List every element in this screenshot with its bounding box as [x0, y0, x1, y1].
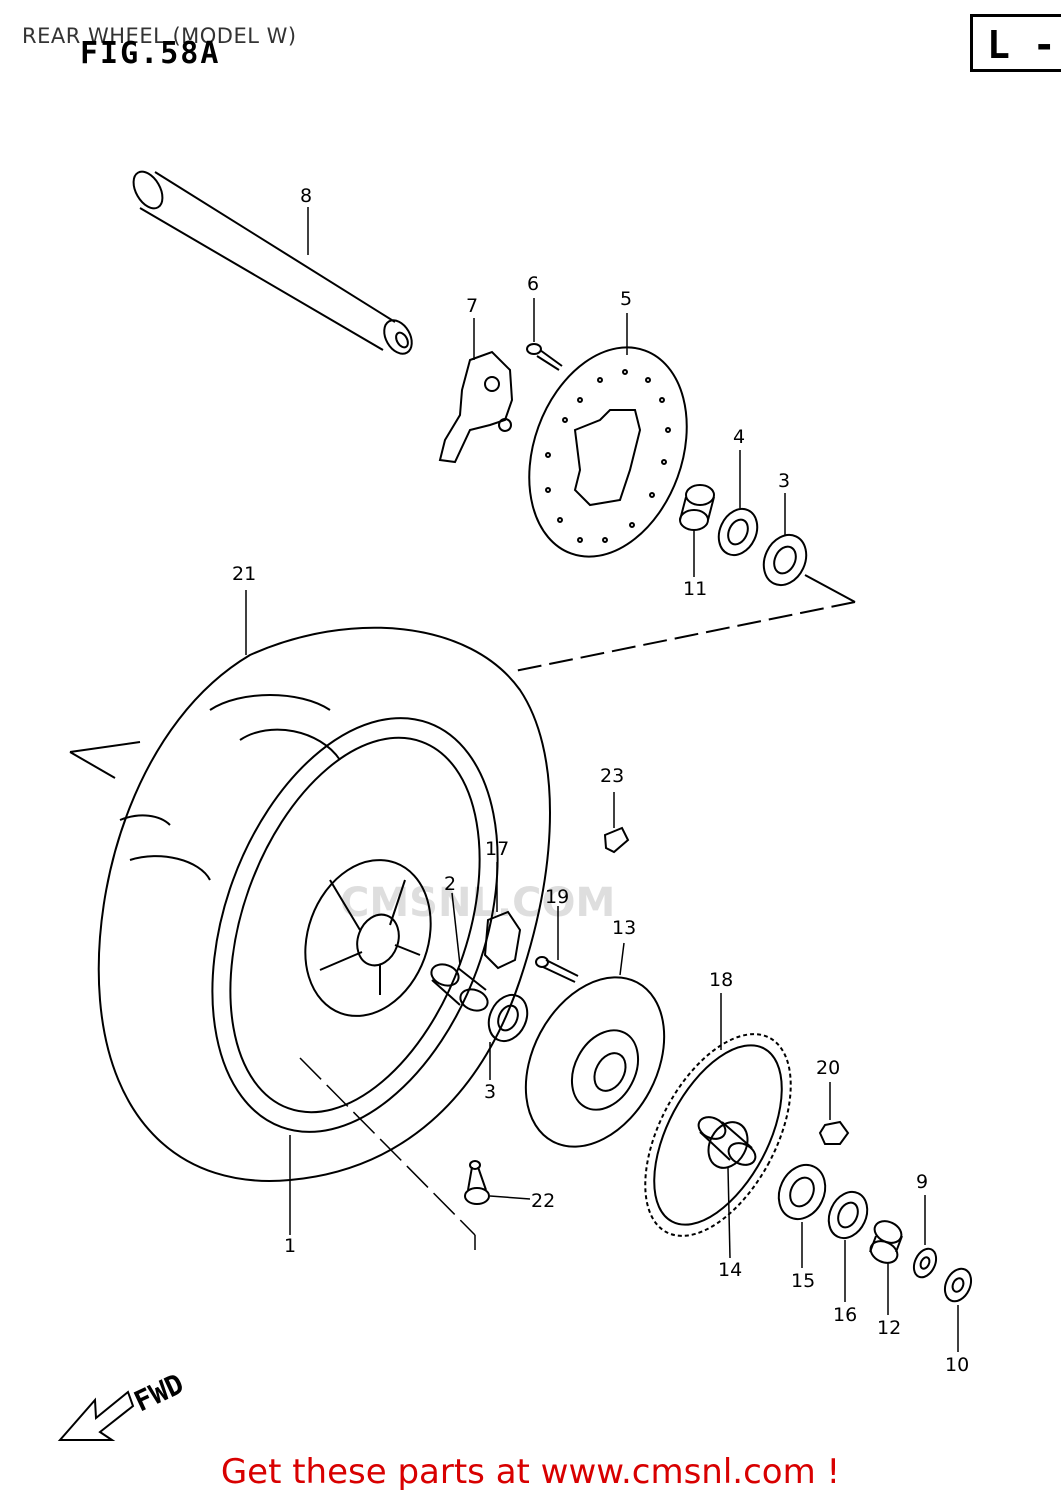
bearing-part-3-lower[interactable]: [482, 989, 535, 1048]
footer-link[interactable]: Get these parts at www.cmsnl.com !: [220, 1452, 841, 1492]
callout-leaders: [245, 207, 959, 1352]
section-code-box: L -: [970, 14, 1061, 72]
callout-23: 23: [600, 765, 624, 787]
seal-part-16[interactable]: [822, 1186, 875, 1245]
spacer-part-12[interactable]: [867, 1217, 905, 1267]
section-code: L -: [987, 23, 1056, 67]
clip-part-23[interactable]: [603, 826, 630, 854]
seal-part-4[interactable]: [712, 503, 765, 562]
callout-5: 5: [620, 288, 632, 310]
figure-title: FIG.58A: [80, 36, 221, 71]
valve-part-22[interactable]: [464, 1160, 490, 1205]
bearing-part-15[interactable]: [770, 1157, 834, 1226]
callout-18: 18: [709, 969, 733, 991]
sprocket-carrier-part-13[interactable]: [498, 953, 692, 1170]
washer-part-9[interactable]: [910, 1245, 941, 1281]
callout-6: 6: [527, 273, 539, 295]
caliper-bracket-part-7[interactable]: [438, 350, 514, 464]
callout-19: 19: [545, 886, 569, 908]
spacer-part-2[interactable]: [428, 961, 490, 1014]
spacer-part-11[interactable]: [679, 484, 715, 531]
nut-part-20[interactable]: [818, 1120, 850, 1145]
brake-disc-part-5[interactable]: [502, 325, 715, 579]
damper-part-17[interactable]: [483, 910, 522, 970]
bolt-part-19[interactable]: [535, 956, 579, 983]
callout-9: 9: [916, 1171, 928, 1193]
callout-7: 7: [466, 295, 478, 317]
bolt-part-6[interactable]: [526, 343, 563, 371]
callout-17: 17: [485, 838, 509, 860]
callout-10: 10: [945, 1354, 969, 1376]
fwd-label: FWD: [129, 1367, 189, 1418]
callout-16: 16: [833, 1304, 857, 1326]
sleeve-part-14[interactable]: [695, 1113, 759, 1169]
diagram-caption: REAR WHEEL (MODEL W): [22, 24, 297, 48]
callout-labels: 8 7 6 5 4 3 11 21 23 17 2 19 13 18 20 3 …: [129, 185, 969, 1418]
bearing-part-3-upper[interactable]: [756, 528, 814, 592]
callout-20: 20: [816, 1057, 840, 1079]
callout-8: 8: [300, 185, 312, 207]
callout-4: 4: [733, 426, 745, 448]
callout-1: 1: [284, 1235, 296, 1257]
callout-11: 11: [683, 578, 707, 600]
sprocket-part-18[interactable]: [615, 1011, 821, 1260]
axle-part-8[interactable]: [128, 167, 418, 359]
callout-21: 21: [232, 563, 256, 585]
callout-15: 15: [791, 1270, 815, 1292]
callout-12: 12: [877, 1317, 901, 1339]
tire-part-21[interactable]: [97, 626, 551, 1182]
nut-part-10[interactable]: [940, 1265, 976, 1306]
callout-13: 13: [612, 917, 636, 939]
callout-3-upper: 3: [778, 470, 790, 492]
callout-3-lower: 3: [484, 1081, 496, 1103]
callout-14: 14: [718, 1259, 742, 1281]
callout-22: 22: [531, 1190, 555, 1212]
callout-2: 2: [444, 873, 456, 895]
forward-arrow-icon: [57, 1390, 135, 1441]
leader-lines-upper: [69, 574, 856, 779]
